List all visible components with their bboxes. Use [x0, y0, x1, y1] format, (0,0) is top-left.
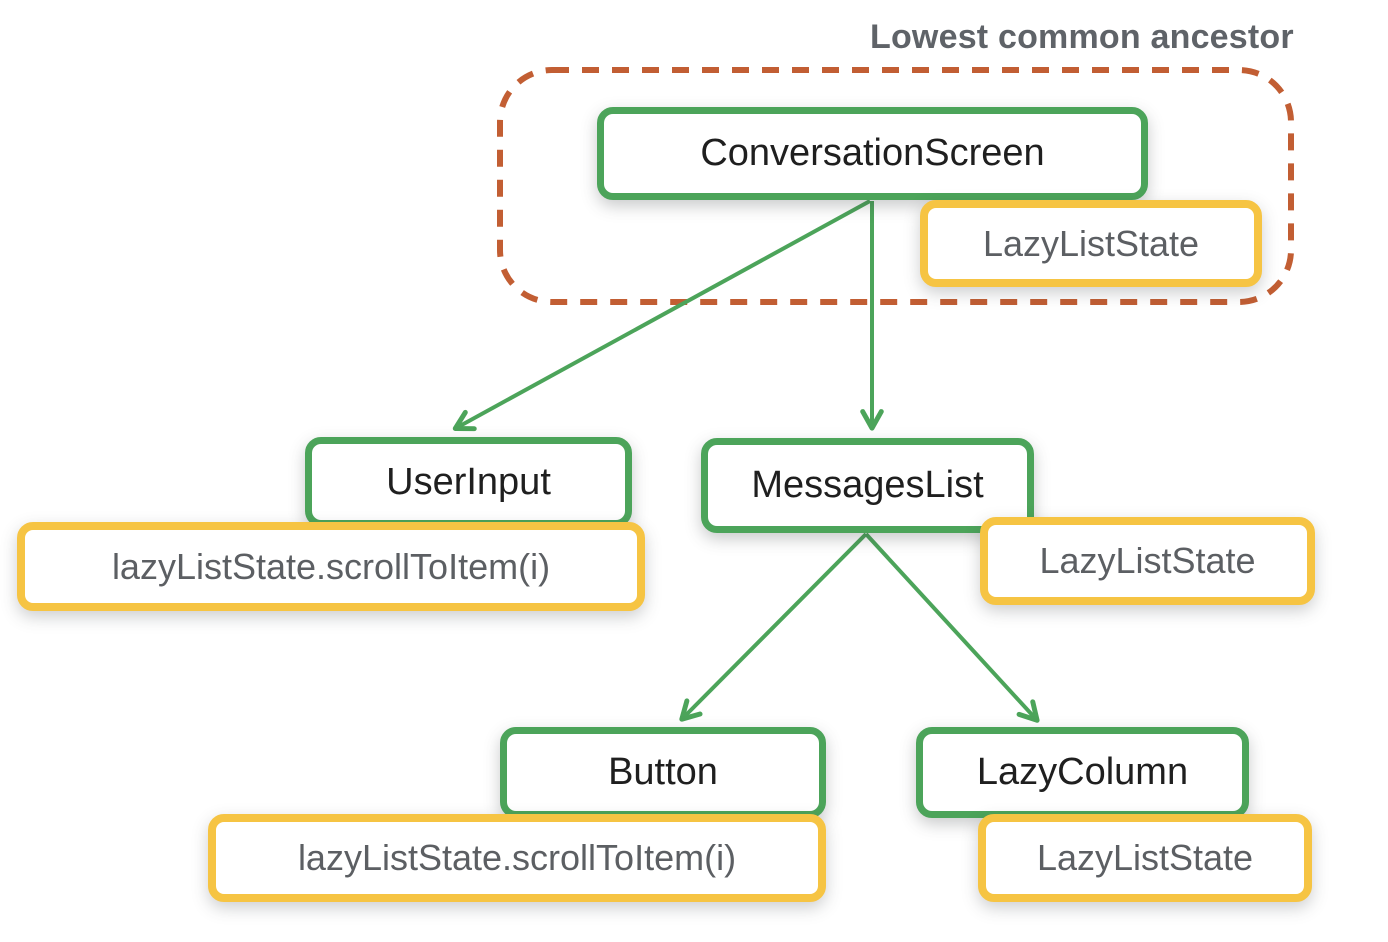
node-user-input: UserInput — [305, 437, 632, 527]
node-button: Button — [500, 727, 826, 818]
state-call-user-input: lazyListState.scrollToItem(i) — [17, 522, 645, 611]
node-messages-list: MessagesList — [701, 438, 1034, 533]
edge-messageslist-button — [679, 532, 868, 722]
state-badge-conversation-screen: LazyListState — [920, 200, 1262, 287]
lowest-common-ancestor-label: Lowest common ancestor — [870, 18, 1294, 56]
state-badge-messages-list: LazyListState — [980, 517, 1315, 605]
edge-conversationscreen-userinput — [452, 199, 871, 432]
node-conversation-screen: ConversationScreen — [597, 107, 1148, 200]
node-lazy-column: LazyColumn — [916, 727, 1249, 818]
lowest-common-ancestor-boundary — [497, 67, 1294, 305]
state-badge-lazy-column: LazyListState — [978, 814, 1312, 902]
state-call-button: lazyListState.scrollToItem(i) — [208, 814, 826, 902]
edge-messageslist-lazycolumn — [864, 532, 1040, 723]
